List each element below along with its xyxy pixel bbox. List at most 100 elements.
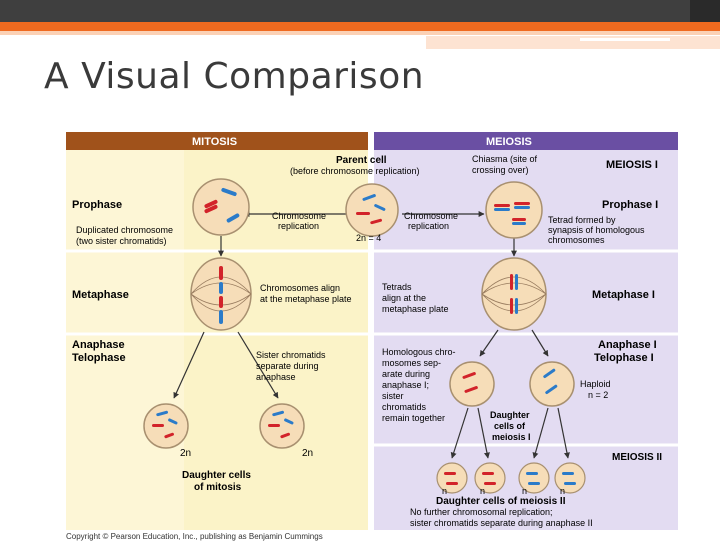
chromosome-blue (168, 418, 178, 425)
daughter-cells-mitosis-label: Daughter cells (182, 470, 251, 481)
parent-cell-label: Parent cell (336, 155, 387, 166)
arrow (237, 331, 279, 399)
duplicated-chromosome-label: (two sister chromatids) (76, 236, 167, 246)
daughter-cell-mitosis (259, 403, 305, 449)
cell-meiosis-prophase-i (485, 181, 543, 239)
chromosome-replication-label: replication (408, 221, 449, 231)
daughter-cell-meiosis-i (449, 361, 495, 407)
homologous-label: arate during (382, 369, 430, 379)
daughter-ploidy-label: 2n (180, 448, 191, 459)
homologous-label: sister (382, 391, 404, 401)
tetrad-label: Tetrad formed by (548, 215, 616, 225)
sister-chromatids-label: anaphase (256, 372, 296, 382)
daughter-ploidy-label: 2n (302, 448, 313, 459)
homologous-label: Homologous chro- (382, 347, 456, 357)
arrow (479, 329, 499, 357)
accent-stripe-light (0, 31, 720, 35)
mitosis-header: MITOSIS (192, 136, 237, 148)
parent-cell-sublabel: (before chromosome replication) (290, 166, 420, 176)
accent-stripe-highlight (580, 38, 670, 41)
haploid-count-label: n = 2 (588, 390, 608, 400)
daughter-cell-meiosis-i (529, 361, 575, 407)
chromosome-red (512, 218, 526, 221)
chromosomes-align-label: at the metaphase plate (260, 294, 352, 304)
cell-meiosis-metaphase-i (481, 257, 547, 331)
tetrad-label: chromosomes (548, 235, 605, 245)
top-bar (0, 0, 720, 22)
chromosome-blue (543, 368, 556, 379)
chromosome-blue (221, 187, 237, 197)
chromosome-blue (526, 472, 538, 475)
chromosome-red (510, 298, 513, 314)
chromosome-blue (512, 222, 526, 225)
chromosome-blue (156, 410, 168, 417)
chromosome-red (204, 204, 218, 214)
daughter-cell-mitosis (143, 403, 189, 449)
meiosis-i-label: MEIOSIS I (606, 159, 658, 171)
chromosome-red (268, 424, 280, 427)
mitosis-header-bar (66, 132, 368, 150)
chromosome-blue (564, 482, 576, 485)
tetrad-label: synapsis of homologous (548, 225, 645, 235)
telophase-i-label: Telophase I (594, 352, 654, 364)
chromosome-red (444, 472, 456, 475)
daughter-cell-meiosis-ii (474, 462, 506, 494)
chromosome-red (464, 386, 478, 393)
chromosome-red (152, 424, 164, 427)
chromosome-red (219, 296, 223, 308)
chromosome-blue (514, 206, 530, 209)
chromosome-red (280, 432, 290, 439)
prophase-i-label: Prophase I (602, 199, 658, 211)
anaphase-i-label: Anaphase I (598, 339, 657, 351)
chromosome-blue (272, 410, 284, 417)
tetrads-align-label: metaphase plate (382, 304, 449, 314)
spindle (481, 276, 547, 312)
chromosome-blue (219, 282, 223, 294)
tetrads-align-label: Tetrads (382, 282, 412, 292)
daughter-cell-meiosis-ii (436, 462, 468, 494)
duplicated-chromosome-label: Duplicated chromosome (76, 225, 173, 235)
accent-stripe-orange (0, 22, 720, 31)
diploid-count-label: 2n = 4 (356, 233, 381, 243)
metaphase-label: Metaphase (72, 289, 129, 301)
meiosis-header: MEIOSIS (486, 136, 532, 148)
daughter-cell-meiosis-ii (554, 462, 586, 494)
homologous-label: anaphase I; (382, 380, 429, 390)
chromosome-blue (374, 204, 386, 211)
tetrads-align-label: align at the (382, 293, 426, 303)
chromosome-red (204, 199, 218, 209)
arrow (532, 407, 549, 459)
chromosome-red (462, 372, 476, 379)
chiasma-label: crossing over) (472, 165, 529, 175)
chromosome-blue (494, 208, 510, 211)
chromosome-red (370, 218, 382, 225)
parent-cell (345, 183, 399, 237)
arrow (531, 329, 549, 357)
daughter-cells-meiosis-ii-label: Daughter cells of meiosis II (436, 496, 566, 507)
chromosome-blue (362, 194, 376, 201)
haploid-n-label: n (480, 486, 485, 496)
chromosome-red (510, 274, 513, 290)
arrow (477, 407, 490, 459)
daughter-meiosis-i-label: cells of (494, 421, 526, 431)
no-further-replication-label: No further chromosomal replication; (410, 507, 553, 517)
daughter-meiosis-i-label: Daughter (490, 410, 530, 420)
chromosome-blue (515, 274, 518, 290)
chromosome-red (514, 202, 530, 205)
homologous-label: mosomes sep- (382, 358, 441, 368)
chromosome-blue (226, 213, 240, 223)
chiasma-label: Chiasma (site of (472, 154, 538, 164)
metaphase-i-label: Metaphase I (592, 289, 655, 301)
chromosome-red (356, 212, 370, 215)
no-further-replication-label: sister chromatids separate during anapha… (410, 518, 593, 528)
chromosome-red (484, 482, 496, 485)
chromosome-blue (284, 418, 294, 425)
arrow (173, 331, 205, 399)
chromosome-red (494, 204, 510, 207)
arrow (450, 407, 469, 459)
haploid-n-label: n (560, 486, 565, 496)
meiosis-header-bar (374, 132, 678, 150)
haploid-n-label: n (442, 486, 447, 496)
mitosis-meiosis-diagram: MITOSIS MEIOSIS (66, 132, 678, 530)
telophase-label: Telophase (72, 352, 126, 364)
